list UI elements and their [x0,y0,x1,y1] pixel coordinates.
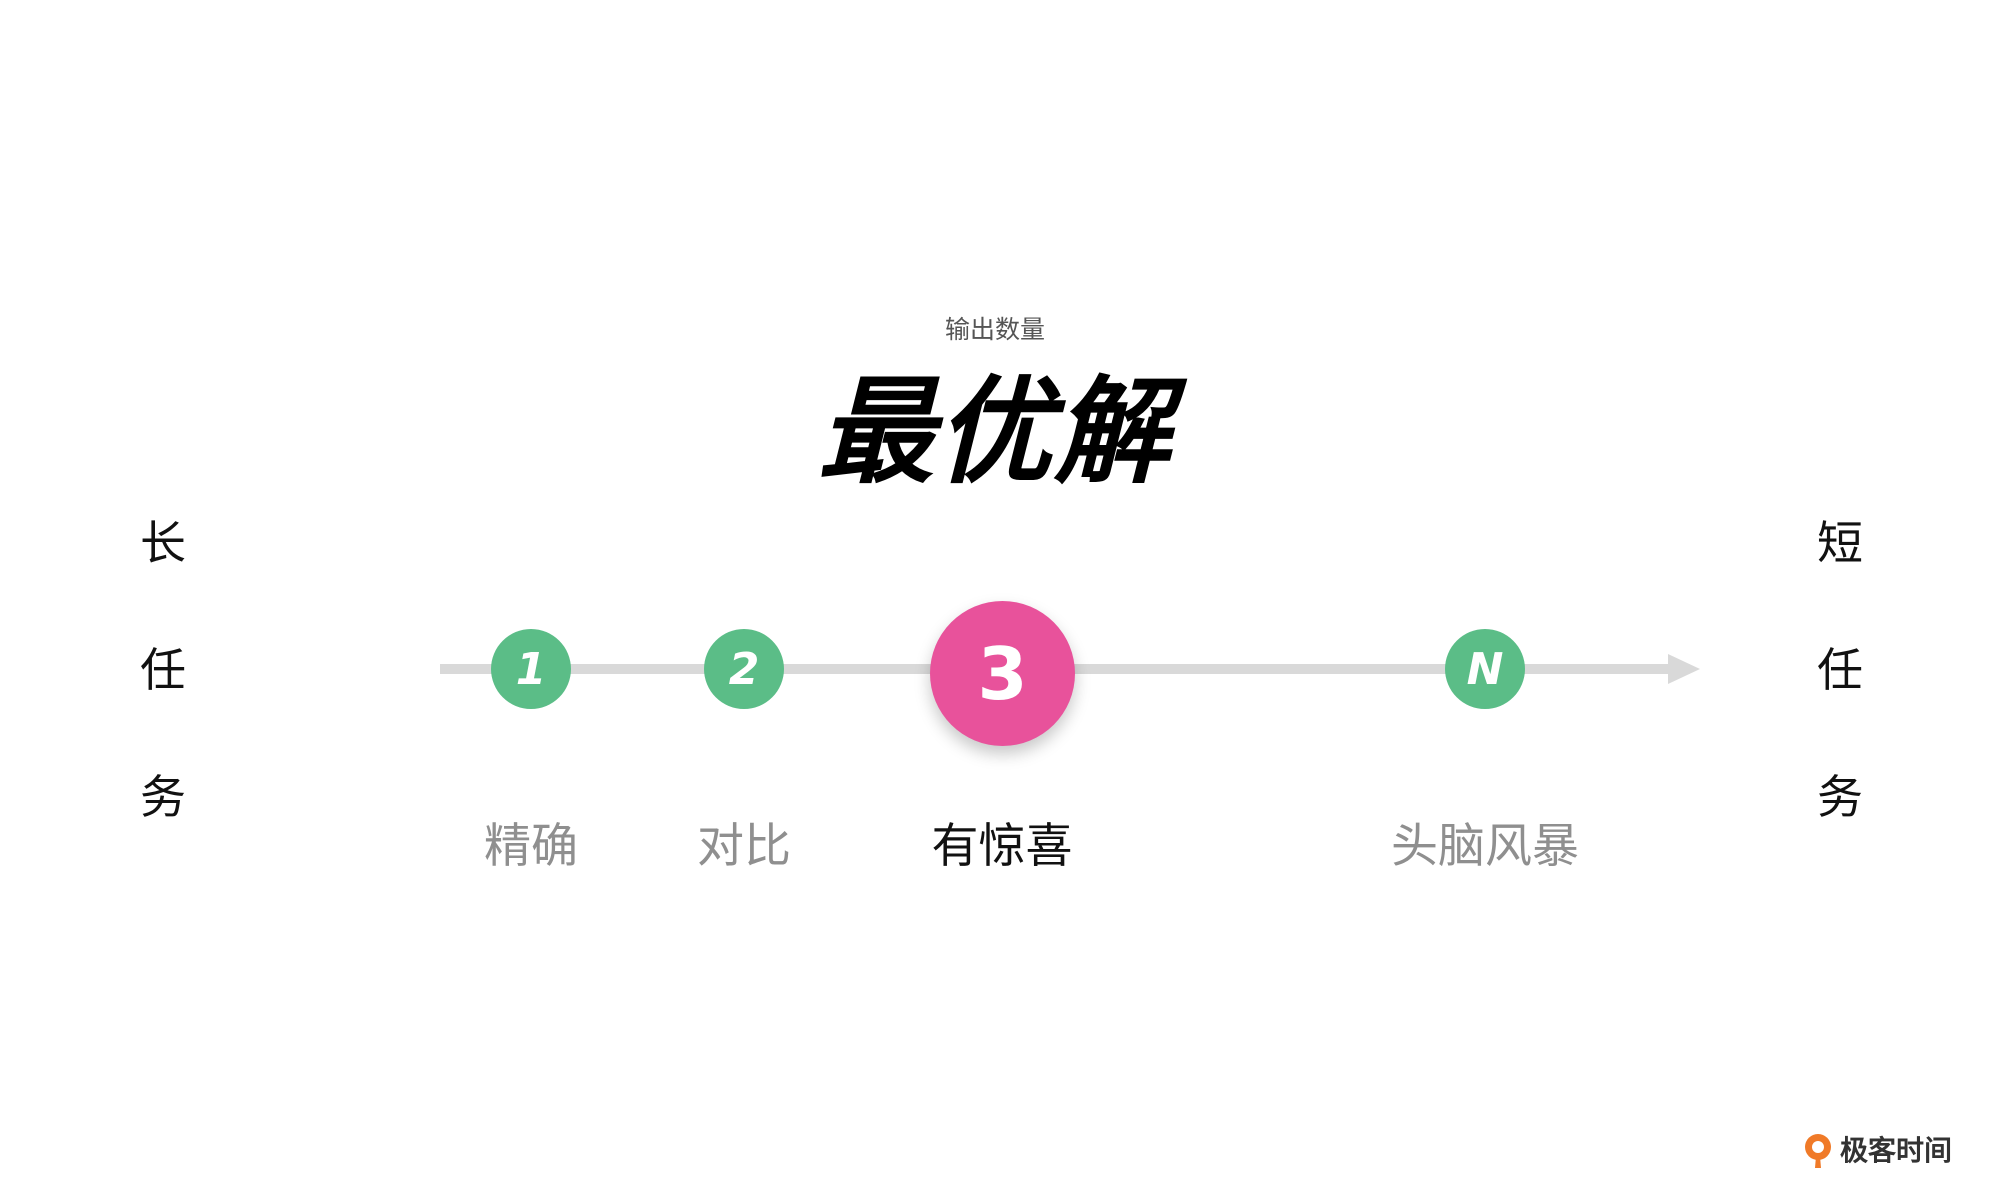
node-1: 1 [491,629,571,709]
node-label-3: 有惊喜 [931,819,1073,874]
left-side-char: 长 [140,516,186,570]
axis-arrow-icon [1668,654,1700,684]
right-side-char: 短 [1817,516,1863,570]
node-label-1: 精确 [484,819,578,874]
right-side-char: 务 [1817,770,1863,824]
node-3: 3 [930,601,1075,746]
axis-caption: 输出数量 [944,315,1045,344]
left-side-label: 长 任 务 [123,480,203,861]
brand-name: 极客时间 [1840,1134,1953,1167]
left-side-char: 任 [140,643,186,697]
node-label-2: 对比 [697,819,791,874]
node-n: N [1445,629,1525,709]
left-side-char: 务 [140,770,186,824]
node-2: 2 [704,629,784,709]
brand: 极客时间 [1802,1130,1952,1172]
right-side-label: 短 任 务 [1800,480,1880,861]
node-label-n: 头脑风暴 [1391,819,1579,874]
geektime-logo-icon [1802,1132,1834,1170]
right-side-char: 任 [1817,643,1863,697]
page-title: 最优解 [818,365,1172,500]
